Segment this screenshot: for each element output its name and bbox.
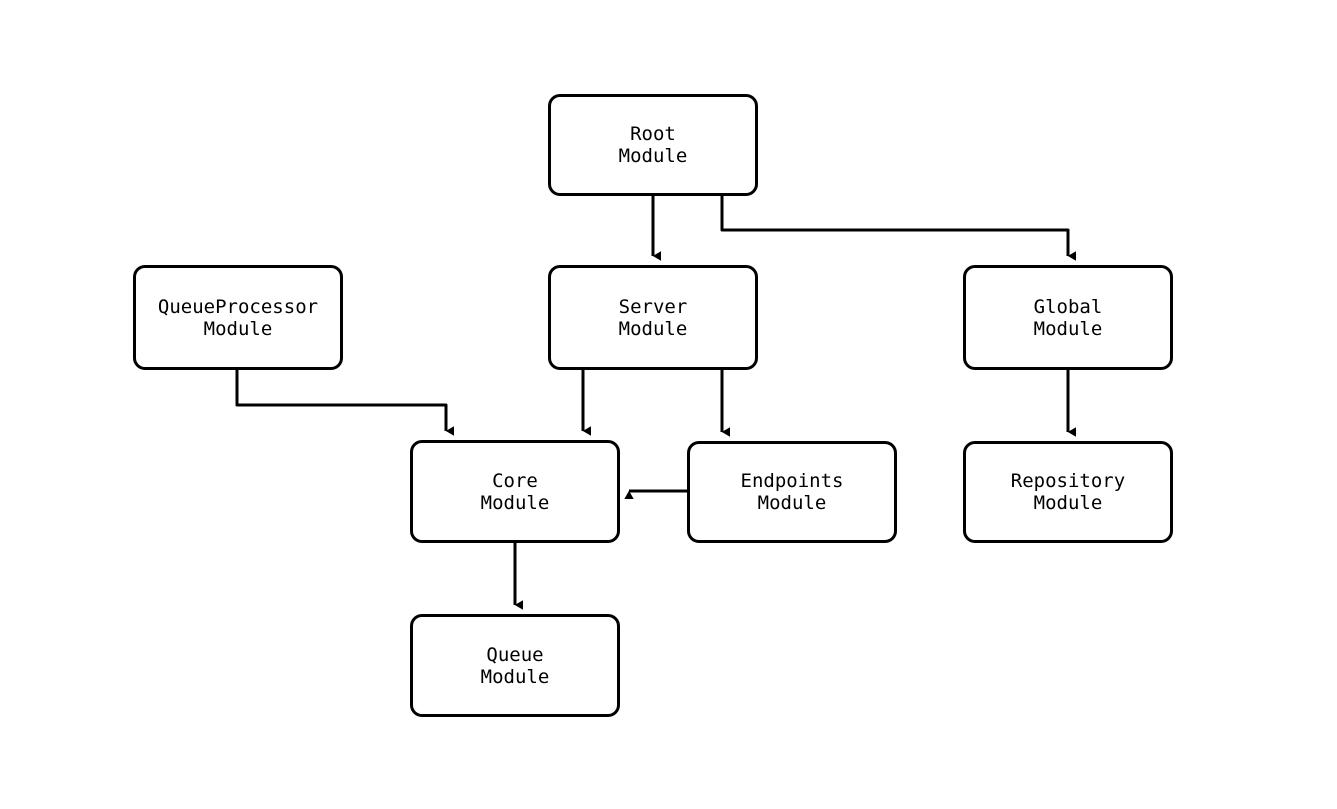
node-label-server-module: Server Module (618, 295, 688, 340)
node-core-module[interactable]: Core Module (410, 440, 620, 543)
node-root-module[interactable]: Root Module (548, 94, 758, 196)
node-label-endpoints-module: Endpoints Module (740, 470, 844, 514)
node-label-repository-module: Repository Module (1010, 470, 1126, 514)
node-repository-module[interactable]: Repository Module (963, 441, 1173, 543)
node-label-global-module: Global Module (1033, 295, 1103, 340)
node-global-module[interactable]: Global Module (963, 265, 1173, 370)
node-label-core-module: Core Module (480, 469, 550, 514)
node-label-queueprocessor-module: QueueProcessor Module (157, 295, 319, 340)
edge-root-to-global (720, 196, 1077, 261)
node-queue-module[interactable]: Queue Module (410, 614, 620, 717)
edge-queueprocessor-to-core (235, 370, 455, 436)
node-label-root-module: Root Module (618, 123, 688, 167)
node-server-module[interactable]: Server Module (548, 265, 758, 370)
node-endpoints-module[interactable]: Endpoints Module (687, 441, 897, 543)
node-queueprocessor-module[interactable]: QueueProcessor Module (133, 265, 343, 370)
node-label-queue-module: Queue Module (480, 643, 550, 688)
